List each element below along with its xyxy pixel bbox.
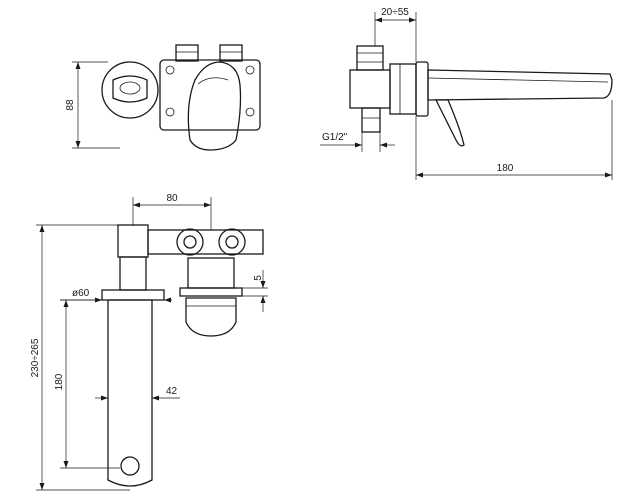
top-step-label: 5 [253,275,264,281]
top-spout-width-label: 42 [166,386,178,397]
front-view: 88 [65,44,261,151]
front-height-label: 88 [65,99,76,111]
top-spout-length-label: 180 [54,373,65,390]
side-length-label: 180 [497,163,514,174]
side-view: 20÷55 G1/2" 180 [320,7,613,180]
top-overall-label: 230÷265 [30,338,41,377]
side-range-label: 20÷55 [381,7,409,18]
top-diameter-label: ø60 [72,288,90,299]
top-spacing-label: 80 [166,193,178,204]
side-thread-label: G1/2" [322,132,348,143]
top-view: 80 5 ø60 230÷265 180 42 [30,193,268,491]
